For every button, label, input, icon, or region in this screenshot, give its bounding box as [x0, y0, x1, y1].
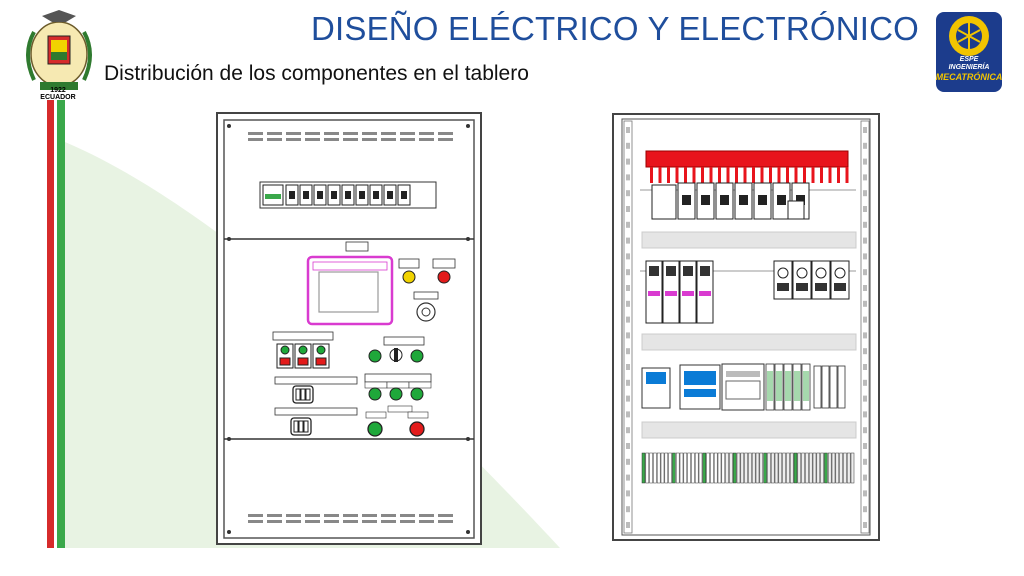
- panel-front-diagram: [216, 112, 482, 545]
- power-bus-bar: [645, 150, 849, 183]
- hmi-touch-screen: [306, 241, 394, 326]
- contactors-row: [645, 260, 714, 324]
- emblem-country: ECUADOR: [40, 94, 76, 101]
- start-stop-buttons: [365, 405, 429, 437]
- terminal-blocks-row: [641, 452, 855, 484]
- pilot-light-red: [432, 258, 456, 284]
- emergency-stop: [413, 291, 439, 322]
- emblem-year: 1922: [50, 87, 66, 94]
- door-screws: [227, 124, 470, 534]
- right-mounting-rail: [860, 120, 870, 534]
- plc-controller: [721, 363, 846, 411]
- thermal-relays-row: [773, 260, 850, 300]
- slide-title: DISEÑO ELÉCTRICO Y ELECTRÓNICO: [310, 10, 920, 47]
- selector-block-2: [274, 407, 358, 436]
- slide-subtitle: Distribución de los componentes en el ta…: [104, 62, 529, 85]
- logo-ingenieria: INGENIERÍA: [948, 64, 990, 71]
- panel-interior-diagram: [612, 113, 880, 541]
- mechatronics-logo-icon: [936, 12, 1002, 92]
- logo-mecatronica: MECATRÓNICA: [935, 72, 1003, 82]
- selector-block-1: [274, 376, 358, 404]
- university-emblem-icon: [26, 10, 92, 90]
- process-stage-lights: [364, 373, 432, 401]
- wire-duct-3: [641, 421, 857, 439]
- emblem-caption: 1922 ECUADOR: [40, 87, 76, 101]
- logo-espe: ESPE: [959, 56, 979, 63]
- top-vent-grille: [248, 132, 453, 141]
- power-supplies: [641, 364, 721, 410]
- mechatronics-logo-text: ESPE INGENIERÍA MECATRÓNICA: [934, 56, 1004, 82]
- left-mounting-rail: [623, 120, 633, 534]
- wire-duct-1: [641, 231, 857, 249]
- manual-auto-selector: [368, 336, 425, 363]
- motor-start-buttons: [272, 331, 334, 369]
- circuit-breakers-row: [651, 182, 810, 220]
- breaker-viewing-window: [259, 181, 437, 209]
- pilot-light-yellow: [398, 258, 420, 284]
- wire-duct-2: [641, 333, 857, 351]
- bottom-vent-grille: [248, 514, 453, 523]
